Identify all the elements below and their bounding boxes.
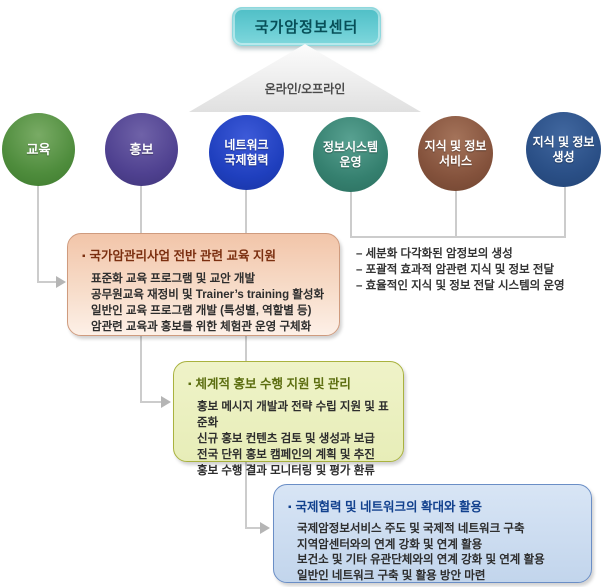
outcome-item: – 세분화 다각화된 암정보의 생성 [356, 248, 513, 260]
outcome-list: – 세분화 다각화된 암정보의 생성 – 포괄적 효과적 암관련 지식 및 정보… [356, 246, 602, 294]
panel-item: 홍보 메시지 개발과 전략 수립 지원 및 표준화 [197, 401, 389, 429]
panel-title-text: 체계적 홍보 수행 지원 및 관리 [195, 377, 351, 391]
root-node: 국가암정보센터 [232, 7, 381, 46]
connector-line [37, 184, 39, 282]
panel-international-network: ▪국제협력 및 네트워크의 확대와 활용 국제암정보서비스 주도 및 국제적 네… [273, 484, 592, 583]
square-bullet-icon: ▪ [188, 379, 192, 390]
panel-item: 지역암센터와의 연계 강화 및 연계 활용 [297, 538, 483, 551]
node-knowledge-info-service: 지식 및 정보 서비스 [418, 116, 493, 191]
connector-line [37, 281, 57, 283]
arrowhead-right-icon [260, 522, 270, 534]
panel-item: 신규 홍보 컨텐츠 검토 및 생성과 보급 [197, 433, 375, 445]
panel-item: 일반인 교육 프로그램 개발 (특성별, 역할별 등) [91, 305, 312, 317]
panel-item: 표준화 교육 프로그램 및 교안 개발 [91, 273, 256, 285]
panel-body: 표준화 교육 프로그램 및 교안 개발 공무원교육 재정비 및 Trainer’… [91, 271, 329, 335]
panel-item: 공무원교육 재정비 및 Trainer’s training 활성화 [91, 289, 325, 301]
connector-line [140, 401, 162, 403]
node-public-relations: 홍보 [105, 113, 178, 186]
panel-title-text: 국제협력 및 네트워크의 확대와 활용 [295, 500, 482, 514]
panel-item: 전국 단위 홍보 캠페인의 계획 및 추진 [197, 449, 375, 461]
funnel-triangle-icon [189, 44, 421, 112]
root-node-label: 국가암정보센터 [254, 19, 359, 36]
panel-title: ▪체계적 홍보 수행 지원 및 관리 [188, 373, 393, 392]
bracket-line [350, 236, 566, 238]
square-bullet-icon: ▪ [288, 502, 292, 513]
panel-education-support: ▪국가암관리사업 전반 관련 교육 지원 표준화 교육 프로그램 및 교안 개발… [67, 233, 340, 336]
panel-title: ▪국가암관리사업 전반 관련 교육 지원 [82, 245, 329, 264]
arrowhead-right-icon [161, 396, 171, 408]
panel-item: 일반인 네트워크 구축 및 활용 방안 마련 [297, 569, 486, 582]
node-education: 교육 [2, 113, 75, 186]
node-knowledge-info-creation: 지식 및 정보 생성 [526, 112, 601, 187]
connector-line [245, 187, 247, 529]
panel-pr-management: ▪체계적 홍보 수행 지원 및 관리 홍보 메시지 개발과 전략 수립 지원 및… [173, 361, 404, 477]
square-bullet-icon: ▪ [82, 251, 86, 262]
outcome-item: – 포괄적 효과적 암관련 지식 및 정보 전달 [356, 264, 555, 276]
connector-line [350, 189, 352, 237]
outcome-item: – 효율적인 지식 및 정보 전달 시스템의 운영 [356, 280, 565, 292]
panel-item: 암관련 교육과 홍보를 위한 체험관 운영 구체화 [91, 321, 312, 333]
connector-line [564, 184, 566, 237]
connector-line [245, 527, 262, 529]
panel-title: ▪국제협력 및 네트워크의 확대와 활용 [288, 496, 581, 515]
panel-item: 보건소 및 기타 유관단체와의 연계 강화 및 연계 활용 [297, 554, 545, 566]
node-network-international: 네트워크 국제협력 [209, 115, 284, 190]
panel-item: 홍보 수행 결과 모니터링 및 평가 환류 [197, 465, 375, 477]
panel-title-text: 국가암관리사업 전반 관련 교육 지원 [89, 249, 276, 263]
channel-label: 온라인/오프라인 [264, 82, 346, 96]
connector-line [455, 188, 457, 237]
panel-item: 국제암정보서비스 주도 및 국제적 네트워크 구축 [297, 523, 525, 535]
panel-body: 홍보 메시지 개발과 전략 수립 지원 및 표준화 신규 홍보 컨텐츠 검토 및… [197, 399, 393, 479]
panel-body: 국제암정보서비스 주도 및 국제적 네트워크 구축 지역암센터와의 연계 강화 … [297, 522, 581, 584]
arrowhead-right-icon [56, 276, 66, 288]
node-info-system-operation: 정보시스템 운영 [313, 117, 388, 192]
